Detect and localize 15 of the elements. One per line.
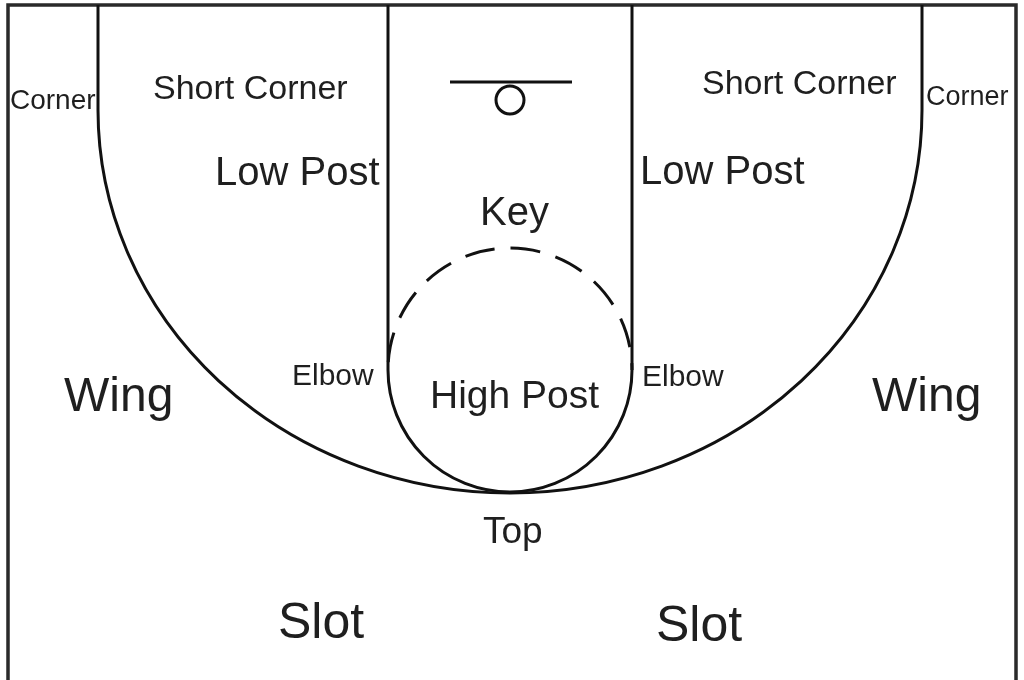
court-position-label: Wing — [872, 371, 982, 420]
court-position-label: Key — [480, 191, 549, 232]
court-position-label: Short Corner — [153, 70, 348, 105]
court-position-label: Low Post — [215, 151, 380, 192]
court-position-label: Elbow — [642, 360, 724, 391]
court-position-label: Top — [483, 511, 543, 549]
court-position-label: Elbow — [292, 359, 374, 390]
court-position-label: Short Corner — [702, 65, 897, 100]
court-position-label: Corner — [10, 86, 96, 115]
court-position-label: Corner — [926, 83, 1009, 111]
court-position-label: High Post — [430, 375, 600, 414]
court-position-label: Low Post — [640, 150, 805, 191]
court-position-label: Wing — [64, 371, 174, 420]
court-position-label: Slot — [278, 595, 365, 646]
court-position-label: Slot — [656, 598, 743, 649]
